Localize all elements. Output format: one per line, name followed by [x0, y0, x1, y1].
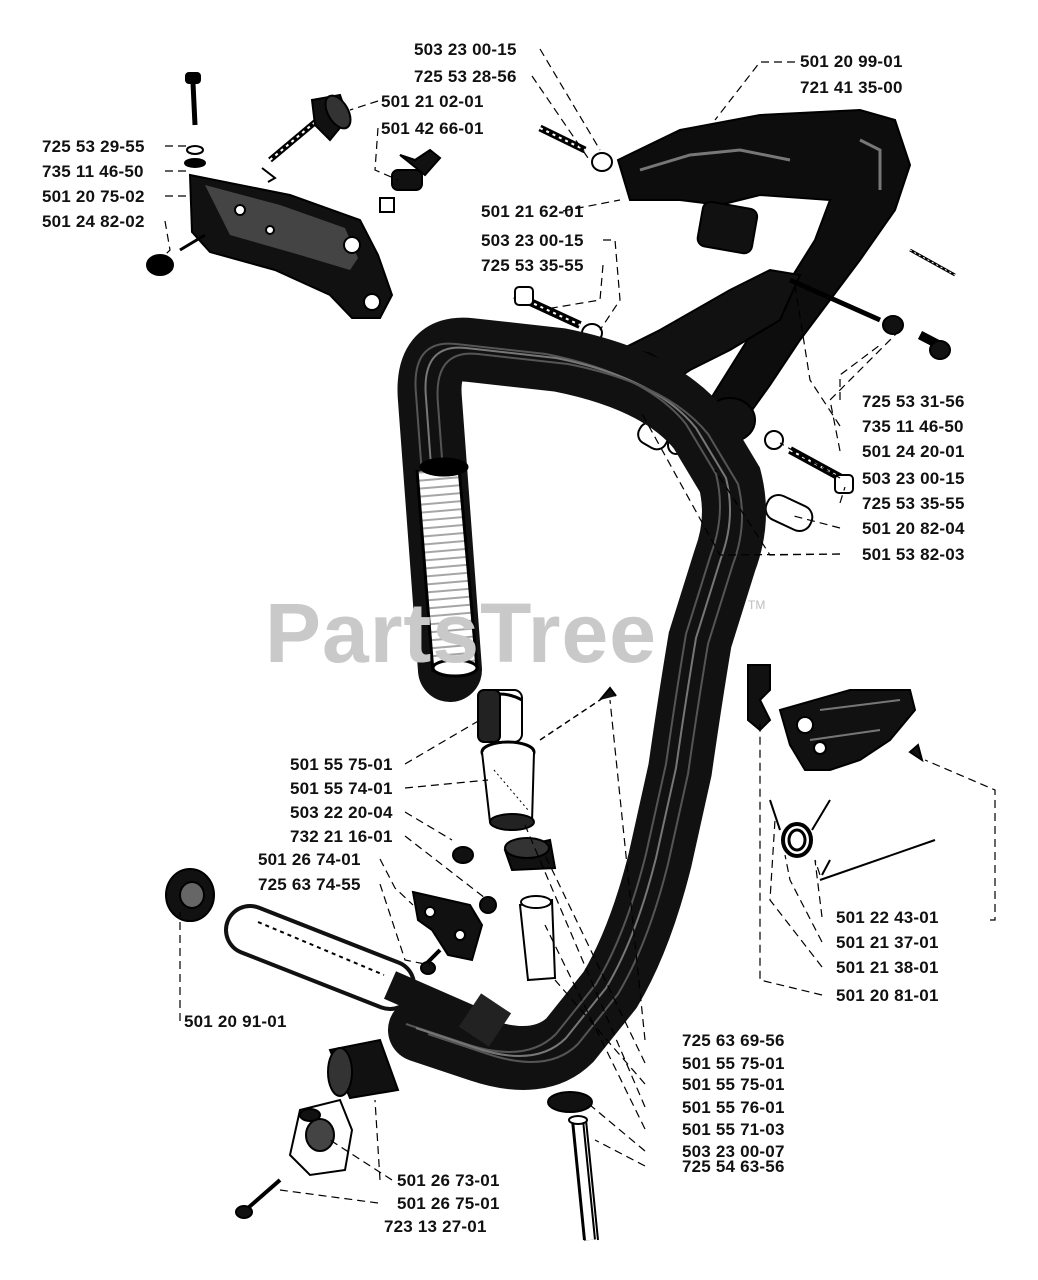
- part-label: 503 23 00-15: [862, 469, 965, 488]
- part-label: 501 20 91-01: [184, 1012, 287, 1031]
- part-label: 501 21 37-01: [836, 933, 939, 952]
- part-label: 501 20 81-01: [836, 986, 939, 1005]
- part-label: 501 26 75-01: [397, 1194, 500, 1213]
- part-label: 725 53 31-56: [862, 392, 965, 411]
- lower-parts: [165, 686, 617, 1241]
- part-label: 501 42 66-01: [381, 119, 484, 138]
- part-label: 501 55 74-01: [290, 779, 393, 798]
- part-label: 501 53 82-03: [862, 545, 965, 564]
- part-label: 721 41 35-00: [800, 78, 903, 97]
- part-label: 501 21 38-01: [836, 958, 939, 977]
- part-label: 501 20 75-02: [42, 187, 145, 206]
- part-label: 501 24 20-01: [862, 442, 965, 461]
- part-label: 735 11 46-50: [42, 162, 144, 181]
- part-label: 735 11 46-50: [862, 417, 964, 436]
- watermark-text: PartsTree: [265, 586, 657, 680]
- part-label: 725 63 69-56: [682, 1031, 785, 1050]
- trademark-mark: TM: [748, 598, 766, 612]
- part-label: 503 22 20-04: [290, 803, 393, 822]
- part-label: 501 21 62-01: [481, 202, 584, 221]
- part-label: 503 23 00-15: [481, 231, 584, 250]
- part-label: 501 20 99-01: [800, 52, 903, 71]
- part-label: 501 22 43-01: [836, 908, 939, 927]
- front-handle-bar: [388, 317, 766, 1090]
- part-label: 725 53 28-56: [414, 67, 517, 86]
- part-label: 732 21 16-01: [290, 827, 393, 846]
- leader-lines: [159, 48, 996, 1204]
- part-label: 501 24 82-02: [42, 212, 145, 231]
- part-label: 725 53 35-55: [862, 494, 965, 513]
- part-label: 501 21 02-01: [381, 92, 484, 111]
- part-label: 501 55 75-01: [682, 1075, 785, 1094]
- trigger-assembly: [747, 664, 936, 881]
- part-label: 725 53 35-55: [481, 256, 584, 275]
- part-label: 501 26 73-01: [397, 1171, 500, 1190]
- bracket-assembly: [146, 72, 442, 319]
- part-label: 503 23 00-07: [682, 1142, 785, 1161]
- part-label: 503 23 00-15: [414, 40, 517, 59]
- part-label: 501 55 75-01: [290, 755, 393, 774]
- part-label: 501 55 75-01: [682, 1054, 785, 1073]
- part-label: 725 54 63-56: [682, 1157, 785, 1176]
- part-label: 723 13 27-01: [384, 1217, 487, 1236]
- part-label: 725 53 29-55: [42, 137, 145, 156]
- part-label: 501 55 76-01: [682, 1098, 785, 1117]
- part-label: 501 55 71-03: [682, 1120, 785, 1139]
- part-label: 501 20 82-04: [862, 519, 965, 538]
- part-label: 501 26 74-01: [258, 850, 361, 869]
- part-label: 725 63 74-55: [258, 875, 361, 894]
